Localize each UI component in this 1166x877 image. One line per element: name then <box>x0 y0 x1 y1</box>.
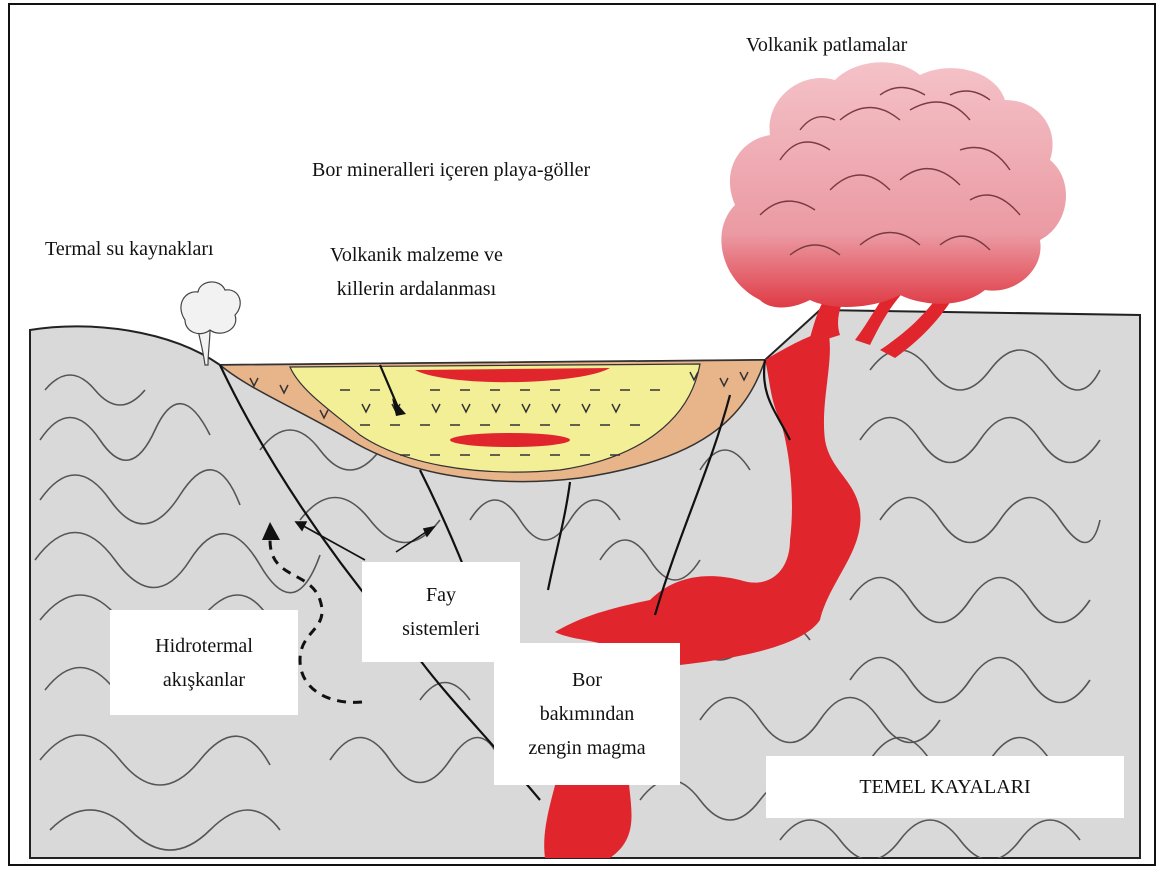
label-hydrothermal-line1: Hidrotermal <box>155 629 253 663</box>
label-volcanic-material-line2: killerin ardalanması <box>330 272 503 306</box>
label-volcanic-material: Volkanik malzeme ve killerin ardalanması <box>330 238 503 306</box>
label-basement-rocks: TEMEL KAYALARI <box>859 770 1030 804</box>
label-hydrothermal-line2: akışkanlar <box>163 663 245 697</box>
label-box-boron-magma: Bor bakımından zengin magma <box>494 643 680 785</box>
label-thermal-springs: Termal su kaynakları <box>45 232 214 266</box>
label-magma-line2: bakımından <box>540 697 634 731</box>
label-volcanic-eruptions: Volkanik patlamalar <box>746 28 907 62</box>
label-fault-line2: sistemleri <box>402 612 480 646</box>
label-box-hydrothermal: Hidrotermal akışkanlar <box>110 610 298 715</box>
label-volcanic-material-line1: Volkanik malzeme ve <box>330 238 503 272</box>
label-magma-line1: Bor <box>572 663 602 697</box>
label-magma-line3: zengin magma <box>528 731 645 765</box>
label-box-basement-rocks: TEMEL KAYALARI <box>766 756 1124 818</box>
label-fault-line1: Fay <box>426 578 456 612</box>
label-playa-lakes: Bor mineralleri içeren playa-göller <box>312 153 590 187</box>
